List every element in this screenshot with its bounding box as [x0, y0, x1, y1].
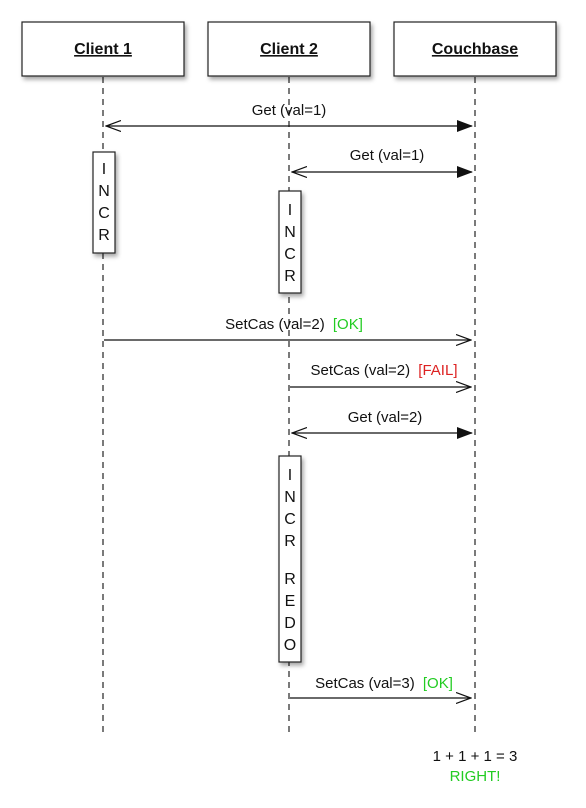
activation-letter: C [284, 246, 296, 263]
activation-letter: R [284, 268, 296, 285]
status-ok: [OK] [333, 316, 363, 333]
activation-letter: I [288, 467, 292, 484]
activation-client-1-incr: I N C R [92, 151, 116, 254]
message-setcas-val-3-ok: SetCas (val=3) [OK] [290, 675, 471, 698]
svg-text:SetCas (val=3) [OK]: SetCas (val=3) [OK] [315, 675, 453, 692]
activation-letter: N [98, 183, 110, 200]
message-get-val-1-client-2: Get (val=1) [292, 147, 472, 172]
actor-client-1-label: Client 1 [74, 41, 132, 58]
svg-text:SetCas (val=2) [OK]: SetCas (val=2) [OK] [225, 316, 363, 333]
activation-letter: O [284, 637, 296, 654]
activation-letter: I [102, 161, 106, 178]
result-equation: 1 + 1 + 1 = 3 [433, 748, 518, 765]
actor-couchbase-label: Couchbase [432, 41, 518, 58]
status-ok: [OK] [423, 675, 453, 692]
activation-client-2-incr-redo: I N C R R E D O [278, 455, 302, 663]
message-label: SetCas (val=2) [311, 362, 411, 379]
actor-client-2: Client 2 [207, 21, 371, 77]
activation-letter: N [284, 489, 296, 506]
message-label: SetCas (val=3) [315, 675, 415, 692]
svg-text:SetCas (val=2) [FAIL]: SetCas (val=2) [FAIL] [311, 362, 458, 379]
activation-letter: R [284, 571, 296, 588]
message-label: Get (val=1) [350, 147, 425, 164]
activation-letter: C [98, 205, 110, 222]
message-setcas-val-2-ok: SetCas (val=2) [OK] [104, 316, 471, 340]
status-fail: [FAIL] [418, 362, 457, 379]
activation-letter: R [284, 533, 296, 550]
message-label: SetCas (val=2) [225, 316, 325, 333]
message-get-val-2: Get (val=2) [292, 409, 472, 433]
actor-client-2-label: Client 2 [260, 41, 318, 58]
message-get-val-1-client-1: Get (val=1) [106, 102, 472, 126]
activation-letter: R [98, 227, 110, 244]
message-label: Get (val=1) [252, 102, 327, 119]
activation-letter: D [284, 615, 296, 632]
result-verdict: RIGHT! [450, 768, 501, 785]
actor-client-1: Client 1 [21, 21, 185, 77]
message-label: Get (val=2) [348, 409, 423, 426]
activation-letter: C [284, 511, 296, 528]
activation-letter: N [284, 224, 296, 241]
message-setcas-val-2-fail: SetCas (val=2) [FAIL] [290, 362, 471, 387]
activation-letter: I [288, 202, 292, 219]
activation-letter: E [285, 593, 296, 610]
actor-couchbase: Couchbase [393, 21, 557, 77]
activation-client-2-incr: I N C R [278, 190, 302, 294]
